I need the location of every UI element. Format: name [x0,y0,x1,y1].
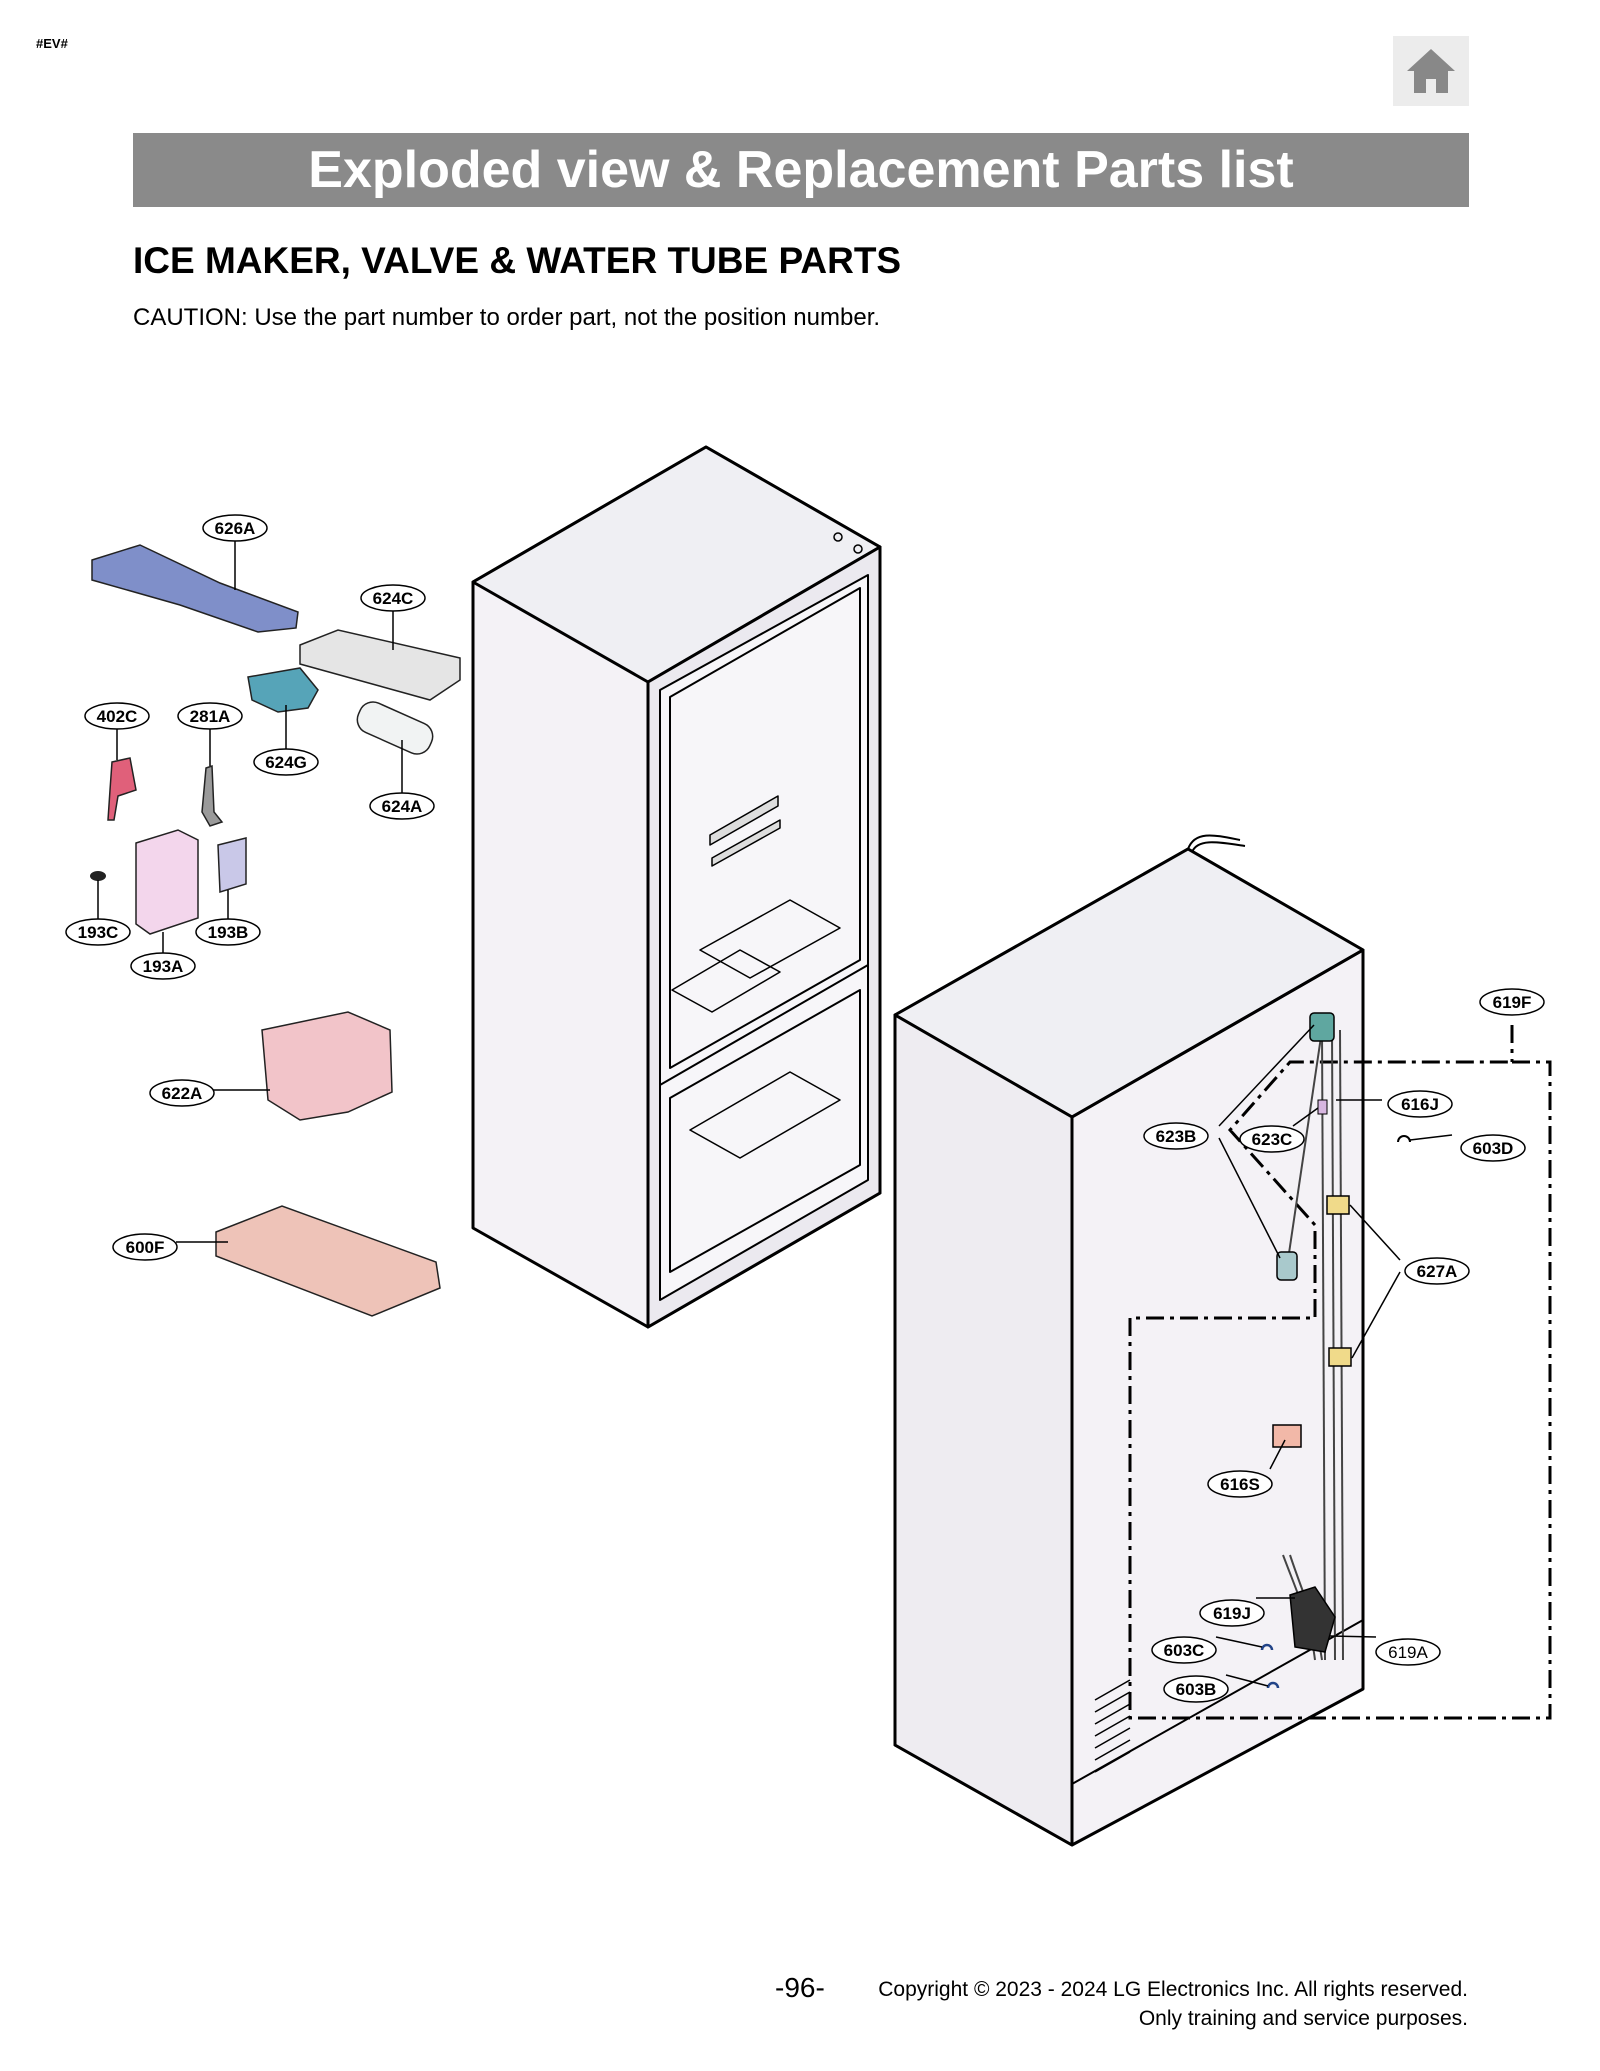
callout-193A: 193A [130,952,196,980]
callout-193C: 193C [65,918,131,946]
svg-text:627A: 627A [1417,1262,1458,1281]
callout-603C: 603C [1151,1636,1217,1664]
clip-603D [1397,1135,1411,1143]
callout-616S: 616S [1207,1470,1273,1498]
svg-text:600F: 600F [126,1238,165,1257]
svg-text:616J: 616J [1401,1095,1439,1114]
tube-connector [1317,1099,1328,1115]
copyright-block: Copyright © 2023 - 2024 LG Electronics I… [878,1975,1468,2033]
svg-text:622A: 622A [162,1084,203,1103]
svg-text:616S: 616S [1220,1475,1260,1494]
part-626A [91,544,299,633]
valve-lower [1276,1251,1298,1281]
caution-note: CAUTION: Use the part number to order pa… [133,304,881,331]
svg-text:281A: 281A [190,707,231,726]
callout-603D: 603D [1460,1134,1526,1162]
svg-text:619F: 619F [1493,993,1532,1012]
page-banner: Exploded view & Replacement Parts list [133,133,1469,207]
part-624C [299,629,461,701]
part-624G [247,667,319,713]
callout-622A: 622A [149,1079,215,1107]
leader-lines [97,541,1453,1687]
callout-626A: 626A [202,514,268,542]
part-624A [356,701,434,755]
svg-text:402C: 402C [97,707,138,726]
copyright-text: Copyright © 2023 - 2024 LG Electronics I… [878,1978,1468,2001]
svg-text:193A: 193A [143,957,184,976]
part-193C [90,871,106,881]
callout-616J: 616J [1387,1090,1453,1118]
tube-clamp-upper [1326,1195,1350,1215]
part-193B [217,837,247,894]
water-tube-group-outline [1128,1025,1552,1720]
usage-note: Only training and service purposes. [1138,2007,1468,2030]
part-402C [107,757,137,821]
part-600F [215,1205,441,1317]
section-title: ICE MAKER, VALVE & WATER TUBE PARTS [133,240,902,281]
clip-603C [1260,1643,1274,1651]
svg-text:623B: 623B [1156,1127,1197,1146]
callout-619J: 619J [1199,1599,1265,1627]
svg-text:603D: 603D [1473,1139,1514,1158]
home-button[interactable] [1393,36,1469,106]
svg-text:623C: 623C [1252,1130,1293,1149]
svg-text:603B: 603B [1176,1680,1217,1699]
valve-top [1309,1012,1335,1042]
callout-624C: 624C [360,584,426,612]
home-icon [1407,49,1455,93]
callout-627A: 627A [1404,1257,1470,1285]
cabinet-upper [471,445,882,1329]
svg-text:624G: 624G [265,753,307,772]
svg-text:603C: 603C [1164,1641,1205,1660]
svg-text:619J: 619J [1213,1604,1251,1623]
callout-623B: 623B [1143,1122,1209,1150]
clip-603B [1266,1681,1280,1689]
callout-603B: 603B [1163,1675,1229,1703]
svg-text:624C: 624C [373,589,414,608]
callout-624G: 624G [253,748,319,776]
document-tag: #EV# [36,36,68,51]
svg-text:624A: 624A [382,797,423,816]
callout-619F: 619F [1479,988,1545,1016]
part-193A [135,829,199,935]
callout-402C: 402C [84,702,150,730]
part-281A [201,764,224,827]
callout-619A: 619A [1375,1638,1441,1666]
page-number: -96- [775,1972,825,2003]
callout-624A: 624A [369,792,435,820]
callout-193B: 193B [195,918,261,946]
inlet-fitting [1272,1424,1302,1448]
svg-text:619A: 619A [1388,1643,1428,1662]
drain-fitting [1289,1586,1336,1653]
svg-text:193C: 193C [78,923,119,942]
svg-text:626A: 626A [215,519,256,538]
callout-623C: 623C [1239,1125,1305,1153]
part-622A [261,1011,393,1121]
callout-281A: 281A [177,702,243,730]
callout-600F: 600F [112,1233,178,1261]
water-tubes [1282,1029,1344,1661]
tube-clamp-lower [1328,1347,1352,1367]
svg-text:193B: 193B [208,923,249,942]
